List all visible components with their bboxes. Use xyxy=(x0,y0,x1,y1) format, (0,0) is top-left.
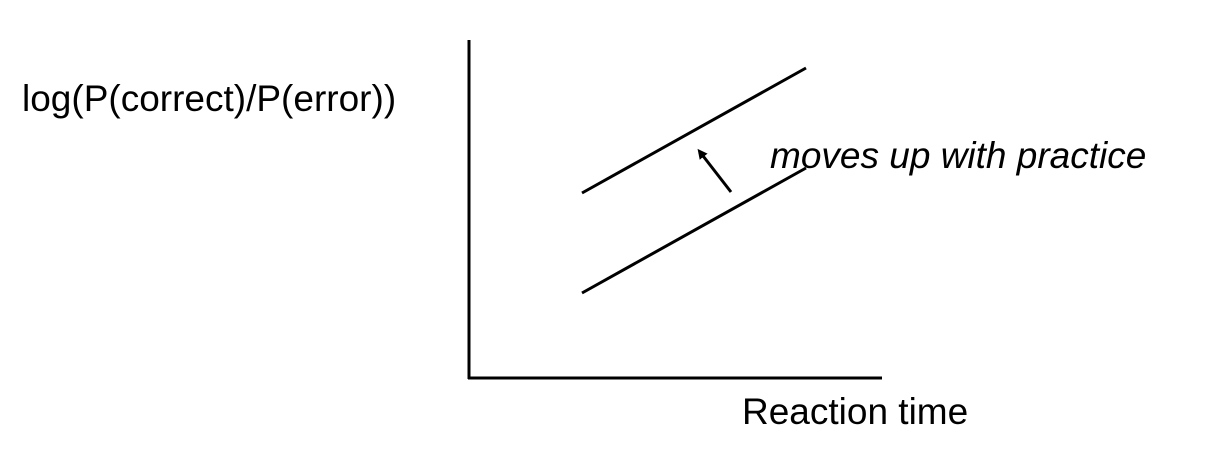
annotation-label: moves up with practice xyxy=(770,135,1147,176)
x-axis-label: Reaction time xyxy=(742,391,969,432)
lower-line-before-practice xyxy=(581,166,807,295)
y-axis-label: log(P(correct)/P(error)) xyxy=(22,78,397,119)
arrow-up-icon xyxy=(697,148,733,193)
upper-line-after-practice xyxy=(581,66,807,195)
